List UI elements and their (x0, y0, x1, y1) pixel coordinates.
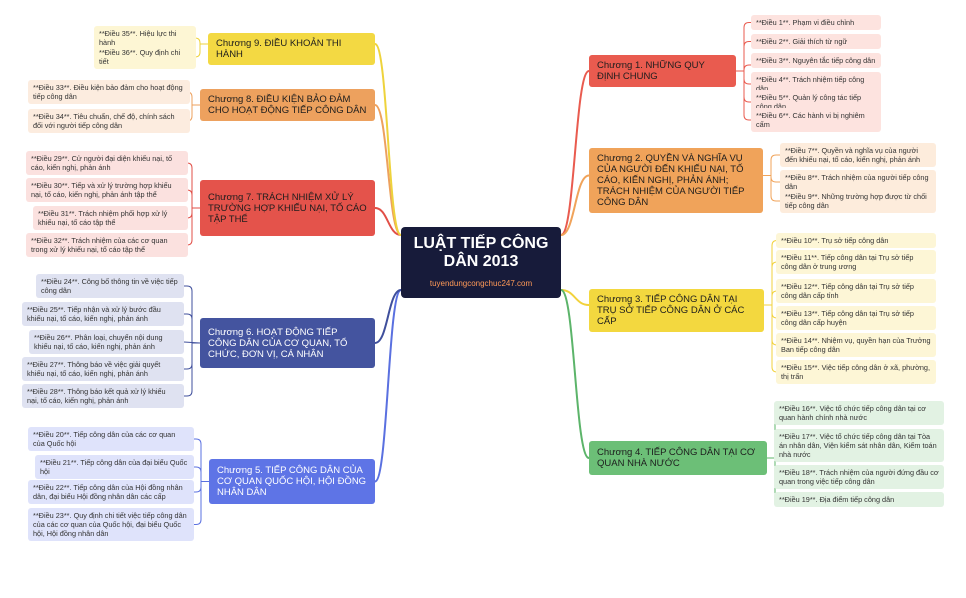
article-item[interactable]: **Điều 16**. Việc tổ chức tiếp công dân … (774, 401, 944, 425)
link-chapter-1-item-6 (736, 70, 751, 121)
link-root-chapter-1 (560, 70, 590, 236)
link-chapter-6-item-1 (184, 285, 200, 344)
link-root-chapter-2 (560, 174, 590, 236)
article-item[interactable]: **Điều 24**. Công bố thông tin về việc t… (36, 274, 184, 298)
article-item[interactable]: **Điều 14**. Nhiệm vụ, quyền hạn của Trư… (776, 333, 936, 357)
article-item[interactable]: **Điều 20**. Tiếp công dân của các cơ qu… (28, 427, 194, 451)
article-item[interactable]: **Điều 29**. Cử người đại diện khiếu nại… (26, 151, 188, 175)
article-item[interactable]: **Điều 22**. Tiếp công dân của Hội đồng … (28, 480, 194, 504)
chapter-node-3[interactable]: Chương 3. TIẾP CÔNG DÂN TẠI TRỤ SỞ TIẾP … (589, 289, 764, 332)
article-item[interactable]: **Điều 10**. Trụ sở tiếp công dân (776, 233, 936, 248)
link-chapter-7-item-2 (186, 189, 200, 209)
link-chapter-6-item-2 (184, 313, 200, 344)
article-item[interactable]: **Điều 23**. Quy định chi tiết việc tiếp… (28, 508, 194, 541)
article-item[interactable]: **Điều 26**. Phân loại, chuyển nội dung … (29, 330, 184, 354)
link-root-chapter-3 (560, 289, 590, 306)
article-item[interactable]: **Điều 32**. Trách nhiệm của các cơ quan… (26, 233, 188, 257)
chapter-node-9[interactable]: Chương 9. ĐIỀU KHOẢN THI HÀNH (208, 33, 375, 65)
article-item[interactable]: **Điều 34**. Tiêu chuẩn, chế độ, chính s… (28, 109, 190, 133)
article-item[interactable]: **Điều 17**. Việc tổ chức tiếp công dân … (774, 429, 944, 462)
link-chapter-1-item-1 (736, 22, 751, 72)
chapter-node-8[interactable]: Chương 8. ĐIỀU KIỆN BẢO ĐẢM CHO HOẠT ĐỘN… (200, 89, 375, 121)
root-node[interactable]: LUẬT TIẾP CÔNG DÂN 2013 tuyendungcongchu… (401, 227, 561, 298)
article-item[interactable]: **Điều 7**. Quyền và nghĩa vụ của người … (780, 143, 936, 167)
link-chapter-9-item-1 (194, 37, 208, 45)
chapter-node-7[interactable]: Chương 7. TRÁCH NHIỆM XỬ LÝ TRƯỜNG HỢP K… (200, 180, 375, 236)
article-item[interactable]: **Điều 12**. Tiếp công dân tại Trụ sở ti… (776, 279, 936, 303)
article-item[interactable]: **Điều 13**. Tiếp công dân tại Trụ sở ti… (776, 306, 936, 330)
article-item[interactable]: **Điều 11**. Tiếp công dân tại Trụ sở ti… (776, 250, 936, 274)
article-item[interactable]: **Điều 19**. Địa điểm tiếp công dân (774, 492, 944, 507)
link-root-chapter-5 (374, 289, 402, 483)
link-chapter-5-item-2 (194, 466, 209, 482)
article-item[interactable]: **Điều 28**. Thông báo kết quả xử lý khi… (22, 384, 184, 408)
root-website: tuyendungcongchuc247.com (429, 279, 533, 288)
link-chapter-7-item-3 (186, 207, 200, 219)
link-chapter-5-item-4 (194, 481, 209, 525)
link-chapter-7-item-4 (186, 207, 200, 246)
article-item[interactable]: **Điều 2**. Giải thích từ ngữ (751, 34, 881, 49)
chapter-node-1[interactable]: Chương 1. NHỮNG QUY ĐỊNH CHUNG (589, 55, 736, 87)
link-chapter-2-item-3 (763, 175, 780, 202)
link-root-chapter-4 (560, 289, 590, 459)
chapter-node-2[interactable]: Chương 2. QUYỀN VÀ NGHĨA VỤ CỦA NGƯỜI ĐẾ… (589, 148, 763, 213)
link-chapter-6-item-5 (184, 342, 200, 397)
link-chapter-7-item-1 (186, 162, 200, 209)
root-title: LUẬT TIẾP CÔNG DÂN 2013 (413, 235, 549, 270)
link-root-chapter-9 (374, 43, 402, 236)
chapter-node-6[interactable]: Chương 6. HOẠT ĐỘNG TIẾP CÔNG DÂN CỦA CƠ… (200, 318, 375, 368)
link-root-chapter-8 (374, 104, 402, 236)
link-root-chapter-6 (374, 289, 402, 344)
article-item[interactable]: **Điều 3**. Nguyên tắc tiếp công dân (751, 53, 881, 68)
article-item[interactable]: **Điều 33**. Điều kiện bảo đảm cho hoạt … (28, 80, 190, 104)
chapter-node-4[interactable]: Chương 4. TIẾP CÔNG DÂN TẠI CƠ QUAN NHÀ … (589, 441, 767, 475)
article-item[interactable]: **Điều 18**. Trách nhiệm của người đứng … (774, 465, 944, 489)
article-item[interactable]: **Điều 21**. Tiếp công dân của đại biểu … (35, 455, 194, 479)
article-item[interactable]: **Điều 1**. Phạm vi điều chỉnh (751, 15, 881, 30)
chapter-node-5[interactable]: Chương 5. TIẾP CÔNG DÂN CỦA CƠ QUAN QUỐC… (209, 459, 375, 504)
article-item[interactable]: **Điều 27**. Thông báo về việc giải quyế… (22, 357, 184, 381)
link-root-chapter-7 (374, 207, 402, 236)
article-item[interactable]: **Điều 15**. Việc tiếp công dân ở xã, ph… (776, 360, 936, 384)
link-chapter-1-item-2 (736, 41, 751, 72)
link-chapter-1-item-3 (736, 64, 751, 72)
link-chapter-2-item-1 (763, 154, 780, 176)
article-item[interactable]: **Điều 36**. Quy định chi tiết (94, 45, 196, 69)
article-item[interactable]: **Điều 9**. Những trường hợp được từ chố… (780, 189, 936, 213)
article-item[interactable]: **Điều 6**. Các hành vi bị nghiêm cấm (751, 108, 881, 132)
article-item[interactable]: **Điều 30**. Tiếp và xử lý trường hợp kh… (26, 178, 188, 202)
link-chapter-9-item-2 (194, 43, 208, 58)
link-chapter-5-item-1 (194, 438, 209, 482)
article-item[interactable]: **Điều 25**. Tiếp nhận và xử lý bước đầu… (22, 302, 184, 326)
article-item[interactable]: **Điều 31**. Trách nhiệm phối hợp xử lý … (33, 206, 188, 230)
